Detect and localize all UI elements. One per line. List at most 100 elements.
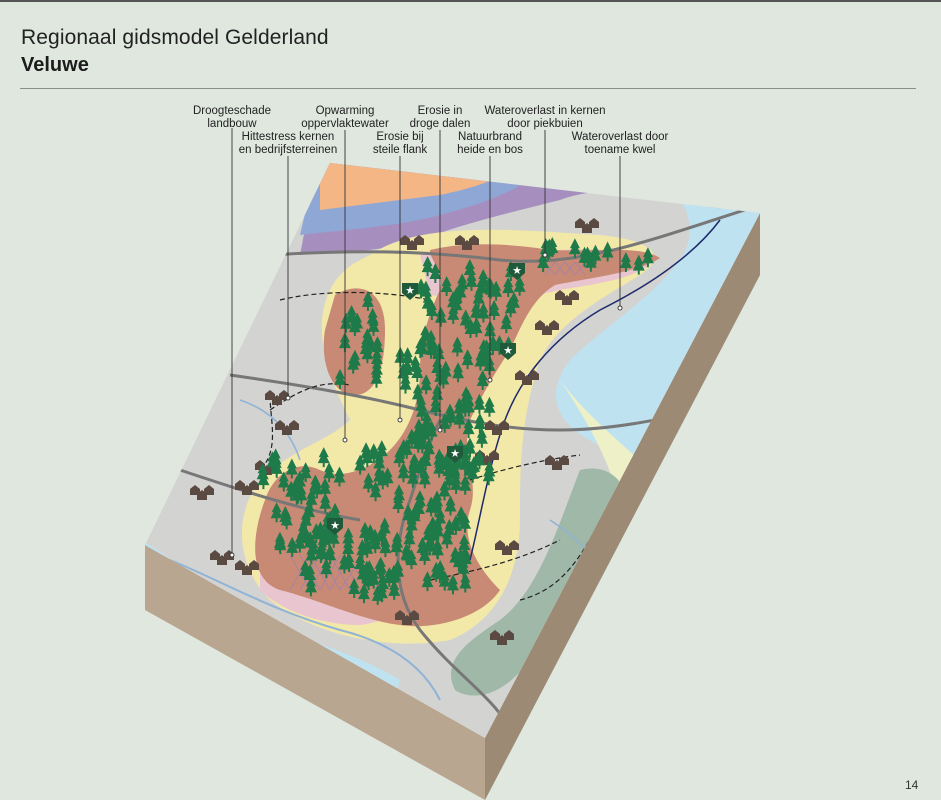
house-icon [499, 420, 509, 430]
tree-icon [388, 579, 401, 600]
tree-icon [448, 462, 461, 483]
label-line: Droogteschade [193, 105, 271, 117]
tree-icon [406, 467, 419, 488]
page-number: 14 [905, 778, 919, 792]
tree-icon [285, 458, 298, 479]
tree-icon [465, 270, 478, 291]
label-line: Opwarming [315, 105, 375, 117]
tree-icon [502, 277, 515, 298]
tree-icon [452, 362, 465, 383]
tree-icon [405, 514, 418, 535]
label-line: toename kwel [584, 144, 656, 156]
tree-icon [446, 574, 459, 595]
tree-icon [310, 523, 323, 544]
tree-icon [431, 538, 444, 559]
label-line: Erosie bij [376, 131, 424, 143]
house-icon [490, 630, 500, 640]
tree-icon [432, 343, 445, 364]
tree-icon [375, 582, 388, 603]
tree-icon [371, 336, 384, 357]
tree-icon [422, 524, 435, 545]
tree-icon [356, 563, 369, 584]
tree-icon [632, 254, 645, 275]
house-icon [545, 455, 555, 465]
tree-icon [297, 521, 310, 542]
svg-text:★: ★ [405, 284, 415, 297]
house-icon [210, 550, 220, 560]
tree-icon [343, 551, 356, 572]
tree-icon [399, 373, 412, 394]
tree-icon [453, 397, 466, 418]
house-icon [504, 630, 514, 640]
tree-icon [619, 252, 632, 273]
tree-icon [362, 472, 375, 493]
label-line: Wateroverlast door [571, 131, 669, 143]
tree-icon [500, 313, 513, 334]
label-line: droge dalen [409, 118, 471, 130]
tree-icon [444, 495, 457, 516]
tree-icon [449, 546, 462, 567]
tree-icon [317, 447, 330, 468]
house-icon [559, 455, 569, 465]
tree-icon [319, 492, 332, 513]
tree-icon [441, 528, 454, 549]
tree-icon [327, 527, 340, 548]
tree-icon [425, 496, 438, 517]
tree-icon [356, 539, 369, 560]
house-icon [204, 485, 214, 495]
tree-icon [439, 360, 452, 381]
nature-reserve-star-icon: ★ [500, 343, 516, 360]
tree-icon [415, 278, 428, 299]
house-icon [235, 560, 245, 570]
tree-icon [342, 537, 355, 558]
tree-icon [473, 393, 486, 414]
house-icon [469, 235, 479, 245]
tree-icon [381, 467, 394, 488]
label-line: Hittestress kernen [241, 131, 335, 143]
house-icon [224, 550, 234, 560]
tree-icon [451, 336, 464, 357]
tree-icon [393, 447, 406, 468]
tree-icon [459, 512, 472, 533]
tree-icon [270, 502, 283, 523]
block-side-front [145, 545, 485, 800]
tree-icon [440, 276, 453, 297]
tree-icon [390, 536, 403, 557]
house-icon [455, 235, 465, 245]
tree-icon [342, 527, 355, 548]
tree-icon [388, 565, 401, 586]
tree-icon [459, 443, 472, 464]
tree-icon [450, 473, 463, 494]
tree-icon [280, 509, 293, 530]
label-line: steile flank [372, 144, 428, 156]
tree-icon [299, 509, 312, 530]
tree-icon [455, 506, 468, 527]
tree-icon [425, 420, 438, 441]
tree-icon [367, 315, 380, 336]
tree-icon [429, 263, 442, 284]
tree-icon [334, 368, 347, 389]
tree-icon [418, 423, 431, 444]
tree-icon [537, 252, 550, 273]
house-icon [529, 370, 539, 380]
tree-icon [370, 347, 383, 368]
tree-icon [474, 350, 487, 371]
house-icon [190, 485, 200, 495]
tree-icon [421, 256, 434, 277]
tree-icon [429, 395, 442, 416]
tree-icon [373, 465, 386, 486]
tree-icon [459, 474, 472, 495]
label-line: Natuurbrand [458, 131, 522, 143]
tree-icon [457, 557, 470, 578]
tree-icon [601, 241, 614, 262]
house-icon [409, 610, 419, 620]
label-line: landbouw [207, 118, 257, 130]
tree-icon [513, 275, 526, 296]
svg-text:★: ★ [503, 344, 513, 357]
tree-icon [470, 317, 483, 338]
tree-icon [449, 514, 462, 535]
